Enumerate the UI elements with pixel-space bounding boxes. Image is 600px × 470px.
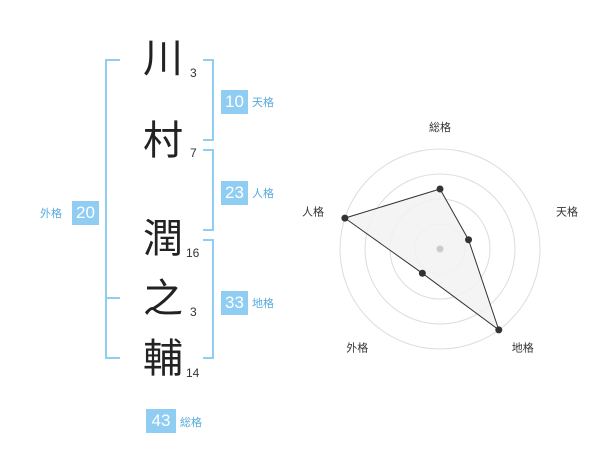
name-char-4: 之 (143, 276, 183, 322)
stroke-count-5: 14 (186, 366, 200, 380)
radar-axis-label-1: 総格 (429, 120, 451, 134)
jinkaku-bracket (203, 149, 214, 231)
chikaku-bracket (203, 239, 214, 359)
tenkaku-bracket (203, 59, 214, 141)
radar-axis-label-3: 地格 (512, 341, 534, 355)
radar-ring-4 (339, 148, 541, 350)
name-char-5: 輔 (143, 336, 183, 382)
stroke-count-1: 3 (190, 66, 197, 80)
radar-ring-3 (364, 173, 516, 325)
stroke-count-2: 7 (190, 146, 197, 160)
radar-center-point (436, 245, 444, 253)
name-char-2: 村 (143, 118, 183, 164)
name-char-1: 川 (143, 36, 183, 82)
radar-point-5 (341, 214, 349, 222)
tenkaku-label: 天格 (252, 96, 274, 109)
radar-area (343, 188, 500, 332)
radar-point-4 (418, 269, 426, 277)
chikaku-value-badge: 33 (221, 291, 248, 315)
gaikaku-bracket (105, 59, 120, 359)
gaikaku-label: 外格 (40, 207, 62, 220)
radar-point-3 (495, 326, 503, 334)
radar-point-1 (436, 185, 444, 193)
chikaku-label: 地格 (252, 297, 274, 310)
gaikaku-value-badge: 20 (72, 201, 99, 225)
radar-axis-label-5: 人格 (302, 204, 324, 218)
soukaku-value-badge: 43 (146, 409, 176, 433)
radar-axis-label-4: 外格 (346, 341, 368, 355)
jinkaku-label: 人格 (252, 187, 274, 200)
tenkaku-value-badge: 10 (221, 90, 248, 114)
radar-point-2 (465, 236, 473, 244)
soukaku-label: 総格 (180, 416, 202, 429)
jinkaku-value-badge: 23 (221, 181, 248, 205)
stroke-count-4: 3 (190, 305, 197, 319)
name-char-3: 潤 (143, 216, 183, 262)
stroke-count-3: 16 (186, 246, 200, 260)
radar-axis-label-2: 天格 (556, 204, 578, 218)
